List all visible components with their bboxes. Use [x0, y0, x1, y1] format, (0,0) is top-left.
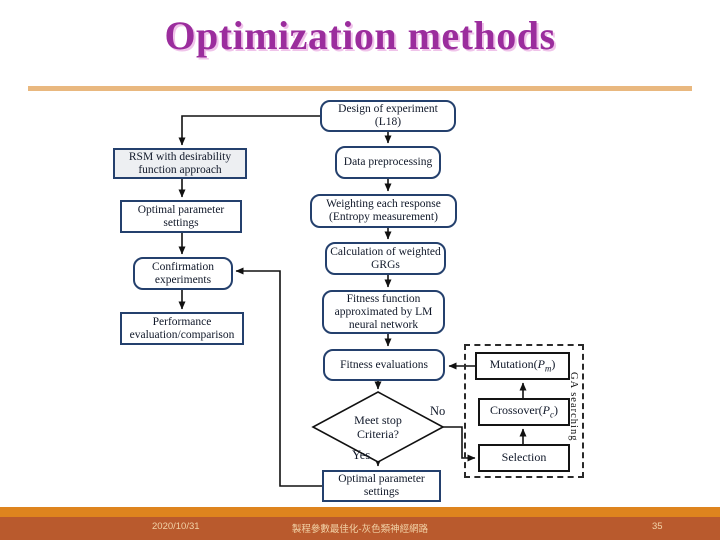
node-fitness-evaluations: Fitness evaluations: [323, 349, 445, 381]
page-title: Optimization methods: [164, 13, 556, 58]
node-mutation: Mutation(Pm): [475, 352, 570, 380]
ga-searching-label: GA searching: [568, 372, 579, 442]
node-design-of-experiment: Design of experiment (L18): [320, 100, 456, 132]
title-divider: [28, 86, 692, 91]
node-data-preprocessing: Data preprocessing: [335, 146, 441, 179]
footer-date: 2020/10/31: [152, 521, 200, 532]
node-performance-evaluation: Performance evaluation/comparison: [120, 312, 244, 345]
mutation-label: Mutation(Pm): [489, 357, 556, 374]
node-confirmation-experiments: Confirmation experiments: [133, 257, 233, 290]
node-fitness-function-lmnn: Fitness function approximated by LM neur…: [322, 290, 445, 334]
decision-yes-label: Yes: [352, 448, 371, 462]
edge-loop-to-confirmation: [235, 267, 322, 487]
node-calculation-weighted-grgs: Calculation of weighted GRGs: [325, 242, 446, 275]
footer: 2020/10/31 製程參數最佳化-灰色類神經網路 35: [0, 517, 720, 540]
node-optimal-parameter-settings-bottom: Optimal parameter settings: [322, 470, 441, 502]
footer-accent-stripe: [0, 507, 720, 517]
node-weighting-each-response: Weighting each response (Entropy measure…: [310, 194, 457, 228]
node-decision-meet-stop-criteria: Meet stop Criteria?: [354, 413, 402, 441]
node-rsm-desirability: RSM with desirability function approach: [113, 148, 247, 179]
decision-no-label: No: [430, 404, 446, 418]
node-selection: Selection: [478, 444, 570, 472]
footer-course-title: 製程參數最佳化-灰色類神經網路: [291, 524, 429, 535]
crossover-label: Crossover(Pc): [489, 403, 558, 420]
node-optimal-parameter-settings-left: Optimal parameter settings: [120, 200, 242, 233]
node-crossover: Crossover(Pc): [478, 398, 570, 426]
edge-design-to-rsm: [178, 115, 320, 146]
ga-searching-group: [464, 344, 584, 478]
footer-page-number: 35: [652, 521, 663, 532]
